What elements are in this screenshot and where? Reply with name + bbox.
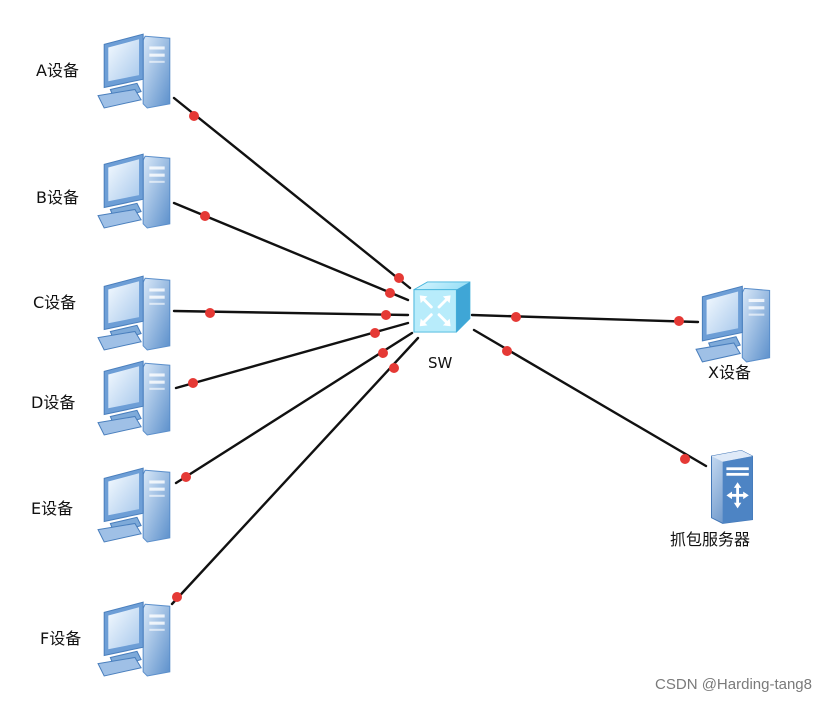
port-dot <box>200 211 210 221</box>
device-label: F设备 <box>40 629 81 648</box>
device-label: B设备 <box>36 188 79 207</box>
port-dot <box>674 316 684 326</box>
server-label: 抓包服务器 <box>670 530 750 549</box>
port-dot <box>511 312 521 322</box>
link-d-sw <box>174 321 410 390</box>
device-label: A设备 <box>36 61 79 80</box>
port-dot <box>188 378 198 388</box>
switch-sw[interactable]: SW <box>412 280 472 372</box>
device-x[interactable]: X设备 <box>695 285 771 382</box>
port-dot <box>385 288 395 298</box>
link-sw-server <box>472 328 708 468</box>
port-dot <box>172 592 182 602</box>
port-dot <box>502 346 512 356</box>
switch-icon <box>412 280 472 334</box>
pc-icon <box>695 285 771 363</box>
port-dot <box>378 348 388 358</box>
switch-label: SW <box>428 354 453 372</box>
link-e-sw <box>174 331 414 485</box>
pc-icon <box>97 153 171 229</box>
port-dot <box>205 308 215 318</box>
device-f[interactable]: F设备 <box>40 601 171 677</box>
device-c[interactable]: C设备 <box>33 275 171 351</box>
device-d[interactable]: D设备 <box>31 360 171 436</box>
device-e[interactable]: E设备 <box>31 467 171 543</box>
link-sw-x <box>470 313 700 324</box>
link-a-sw <box>172 96 412 290</box>
port-dot <box>394 273 404 283</box>
links-layer <box>170 96 708 606</box>
port-dots-layer <box>172 111 690 602</box>
link-f-sw <box>170 336 420 606</box>
device-label: E设备 <box>31 499 73 518</box>
pc-icon <box>97 33 171 109</box>
pc-icon <box>97 601 171 677</box>
pc-icon <box>97 467 171 543</box>
device-b[interactable]: B设备 <box>36 153 171 229</box>
port-dot <box>370 328 380 338</box>
device-label: X设备 <box>708 363 751 382</box>
port-dot <box>181 472 191 482</box>
port-dot <box>389 363 399 373</box>
port-dot <box>189 111 199 121</box>
server-icon <box>710 450 754 524</box>
capture-server[interactable]: 抓包服务器 <box>670 450 754 549</box>
link-b-sw <box>172 201 410 302</box>
port-dot <box>381 310 391 320</box>
watermark: CSDN @Harding-tang8 <box>655 676 812 693</box>
device-a[interactable]: A设备 <box>36 33 171 109</box>
port-dot <box>680 454 690 464</box>
device-label: C设备 <box>33 293 76 312</box>
pc-icon <box>97 360 171 436</box>
device-label: D设备 <box>31 393 75 412</box>
pc-icon <box>97 275 171 351</box>
